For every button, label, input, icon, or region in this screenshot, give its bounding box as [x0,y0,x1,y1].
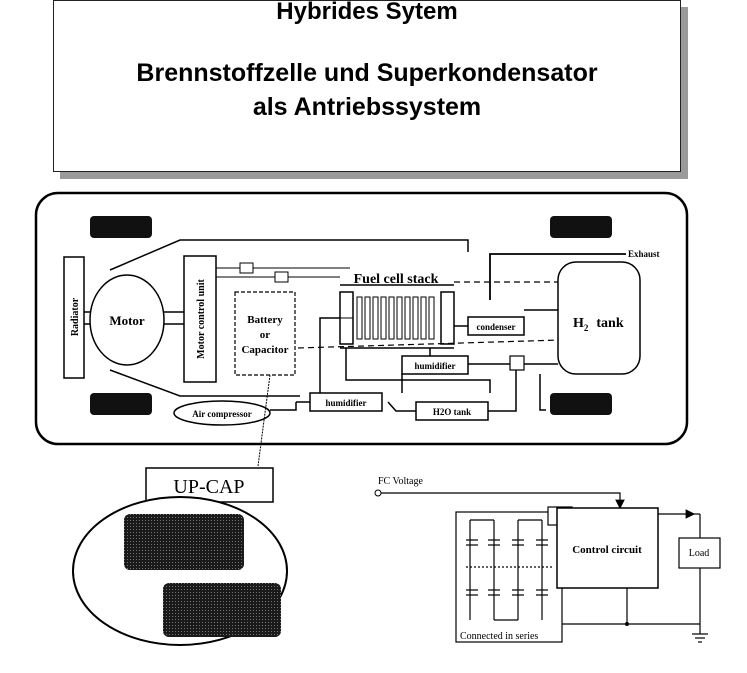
battery-label-line3: Capacitor [241,344,288,356]
battery-label-line2: or [260,329,271,341]
title-box: Hybrides Sytem Brennstoffzelle und Super… [53,0,681,172]
h2o-tank-label: H2O tank [433,407,471,417]
motor-control-unit-label: Motor control unit [196,279,207,359]
vehicle-outline [34,191,689,446]
motor [89,274,165,366]
circuit-diagram: FC Voltage Connected in series [374,476,721,643]
capacitor-bank-cells [466,519,552,621]
radiator-label: Radiator [70,297,81,336]
air-compressor [173,400,271,426]
upcap-pointer [257,374,271,467]
wheel-front-right [550,216,612,238]
battery-label-line1: Battery [247,314,283,326]
capacitor-image-2 [163,583,281,637]
upcap-section: UP-CAP [72,374,288,646]
h2-subscript: 2 [584,323,589,333]
fuel-cell-plates [356,296,435,340]
humidifier-upper-label: humidifier [414,361,455,371]
h2-tank-word: tank [596,316,623,331]
vehicle-diagram: Radiator Motor Motor control unit Batter… [34,191,689,446]
control-circuit-box [556,507,659,589]
load-label: Load [689,548,710,559]
upcap-label-box [145,467,274,503]
wheel-rear-left [90,393,152,415]
fc-voltage-label: FC Voltage [378,476,423,487]
fuel-cell-stack-label: Fuel cell stack [354,272,439,287]
battery-capacitor-box [234,291,296,376]
humidifier-lower-label: humidifier [325,398,366,408]
title-line-2: Brennstoffzelle und Superkondensator [136,59,598,87]
h2-tank [557,261,641,375]
capacitor-image-1 [124,514,244,570]
wheel-front-left [90,216,152,238]
wheel-rear-right [550,393,612,415]
h2-letter: H [573,316,584,331]
radiator-box [63,256,85,379]
control-circuit-label: Control circuit [572,544,642,556]
load-box [678,537,721,569]
air-compressor-label: Air compressor [192,409,251,419]
motor-control-unit [183,255,217,383]
title-line-1: Hybrides Sytem [276,0,458,25]
title-line-3: als Antriebssystem [252,93,482,121]
exhaust-label: Exhaust [628,249,660,259]
condenser-label: condenser [477,322,516,332]
capacitor-bank [455,511,563,643]
motor-label: Motor [109,313,145,328]
connected-in-series-label: Connected in series [460,631,538,642]
h2-tank-label: H2 tank [573,316,624,333]
humidifier-upper [401,355,469,375]
upcap-label: UP-CAP [173,476,244,498]
